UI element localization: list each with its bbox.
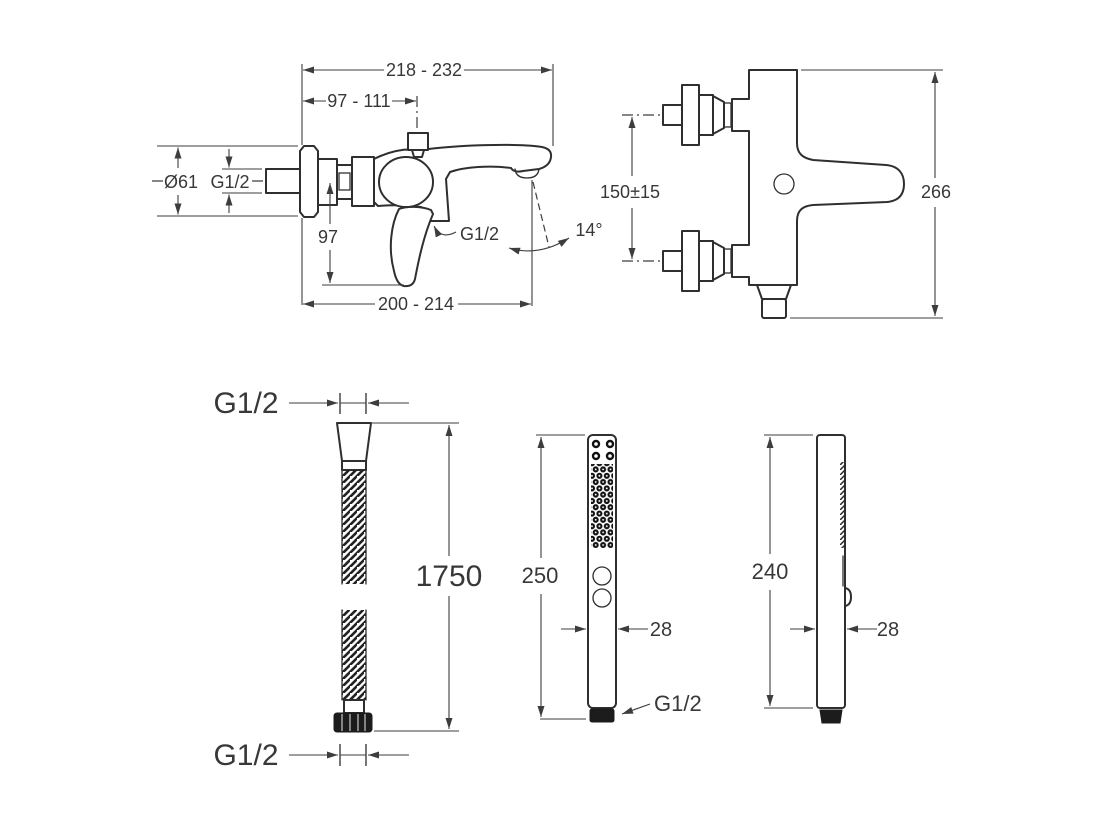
hose-top-fitting bbox=[336, 422, 372, 462]
dim-spout-reach-label: 200 - 214 bbox=[378, 294, 454, 314]
dim-handshower-height: 250 bbox=[522, 434, 586, 720]
dim-inlet-spacing: 150±15 bbox=[600, 117, 660, 259]
dim-handle-drop-label: 97 bbox=[318, 227, 338, 247]
stream-angle-line bbox=[532, 181, 550, 248]
dim-hose-thread-bottom: G1/2 bbox=[213, 739, 409, 772]
dim-spout-partial-label: 97 - 111 bbox=[327, 91, 390, 111]
mode-button-upper bbox=[592, 566, 612, 586]
top-inlet-connection bbox=[662, 84, 732, 146]
bottom-inlet-connection bbox=[662, 230, 732, 292]
handshower-front-view: 250 28 G1/2 bbox=[522, 434, 702, 723]
dim-inlet-thread-label: G1/2 bbox=[210, 172, 249, 192]
wall-flange bbox=[299, 145, 319, 218]
dim-hose-thread-bottom-label: G1/2 bbox=[213, 739, 278, 772]
dim-handshower-width-label: 28 bbox=[650, 619, 672, 641]
diverter-knob bbox=[407, 132, 429, 151]
mixer-top-view: 150±15 266 bbox=[600, 69, 951, 319]
dim-hose-thread-top: G1/2 bbox=[213, 387, 409, 420]
dim-inlet-spacing-label: 150±15 bbox=[600, 182, 660, 202]
dim-hose-length-label: 1750 bbox=[416, 560, 483, 593]
dim-handshower-width: 28 bbox=[561, 619, 672, 641]
hose-bottom-nut bbox=[333, 712, 373, 733]
mode-button-lower bbox=[592, 588, 612, 608]
dim-spout-reach: 200 - 214 bbox=[301, 218, 531, 314]
callout-handshower-thread: G1/2 bbox=[621, 691, 702, 716]
dim-flange-diameter: Ø61 bbox=[157, 145, 298, 217]
wall-pipe-stub bbox=[265, 168, 302, 194]
button-bump bbox=[844, 587, 852, 607]
dim-handle-drop: 97 bbox=[318, 183, 404, 286]
shower-hose-view: G1/2 1750 G1/2 bbox=[213, 387, 482, 772]
dim-handshower-side-width: 28 bbox=[790, 619, 899, 641]
mixer-top-body-outline bbox=[731, 69, 905, 286]
adapter-step-1 bbox=[317, 158, 338, 206]
dim-total-depth-label: 218 - 232 bbox=[386, 60, 462, 80]
dim-inlet-thread: G1/2 bbox=[210, 149, 262, 213]
handshower-connector-front bbox=[589, 708, 615, 723]
hose-top-collar bbox=[341, 460, 367, 471]
spray-face-dots bbox=[591, 464, 613, 548]
hose-outlet-cone bbox=[756, 284, 792, 300]
callout-handshower-thread-label: G1/2 bbox=[654, 691, 702, 716]
handshower-side-view: 240 28 bbox=[752, 434, 899, 724]
dim-spout-partial: 97 - 111 bbox=[303, 91, 416, 111]
dim-handshower-side-height-label: 240 bbox=[752, 559, 789, 584]
adapter-nut-detail bbox=[338, 172, 351, 191]
dim-flange-diameter-label: Ø61 bbox=[164, 172, 198, 192]
handshower-side-body bbox=[816, 434, 846, 709]
hose-spiral-lower bbox=[341, 609, 367, 701]
lever-handle bbox=[389, 205, 434, 288]
hose-bottom-collar bbox=[343, 699, 365, 714]
cartridge-housing bbox=[378, 156, 434, 208]
handshower-top-nozzles bbox=[591, 439, 615, 461]
hose-outlet-nipple bbox=[761, 298, 787, 319]
dim-overall-length-label: 266 bbox=[921, 182, 951, 202]
hose-spiral-upper bbox=[341, 469, 367, 585]
dim-handshower-height-label: 250 bbox=[522, 563, 559, 588]
dim-handshower-side-width-label: 28 bbox=[877, 619, 899, 641]
spray-face-edge bbox=[840, 462, 845, 548]
spout-aerator bbox=[514, 168, 540, 179]
stream-angle-label: 14° bbox=[575, 220, 602, 240]
body-left-section bbox=[351, 156, 375, 207]
callout-outlet-thread-label: G1/2 bbox=[460, 224, 499, 244]
stream-angle-arc bbox=[508, 237, 570, 255]
dim-handshower-side-height: 240 bbox=[752, 434, 813, 709]
dim-hose-length: 1750 bbox=[372, 422, 483, 732]
callout-outlet-thread: G1/2 bbox=[433, 224, 499, 244]
dim-total-depth: 218 - 232 bbox=[301, 60, 554, 146]
handshower-connector-side bbox=[819, 709, 843, 724]
body-screw-hole bbox=[773, 173, 795, 195]
diverter-neck bbox=[411, 149, 425, 158]
mixer-side-view: 218 - 232 97 - 111 Ø61 G1/2 97 bbox=[152, 60, 603, 314]
dim-overall-length: 266 bbox=[790, 69, 951, 319]
dim-hose-thread-top-label: G1/2 bbox=[213, 387, 278, 420]
